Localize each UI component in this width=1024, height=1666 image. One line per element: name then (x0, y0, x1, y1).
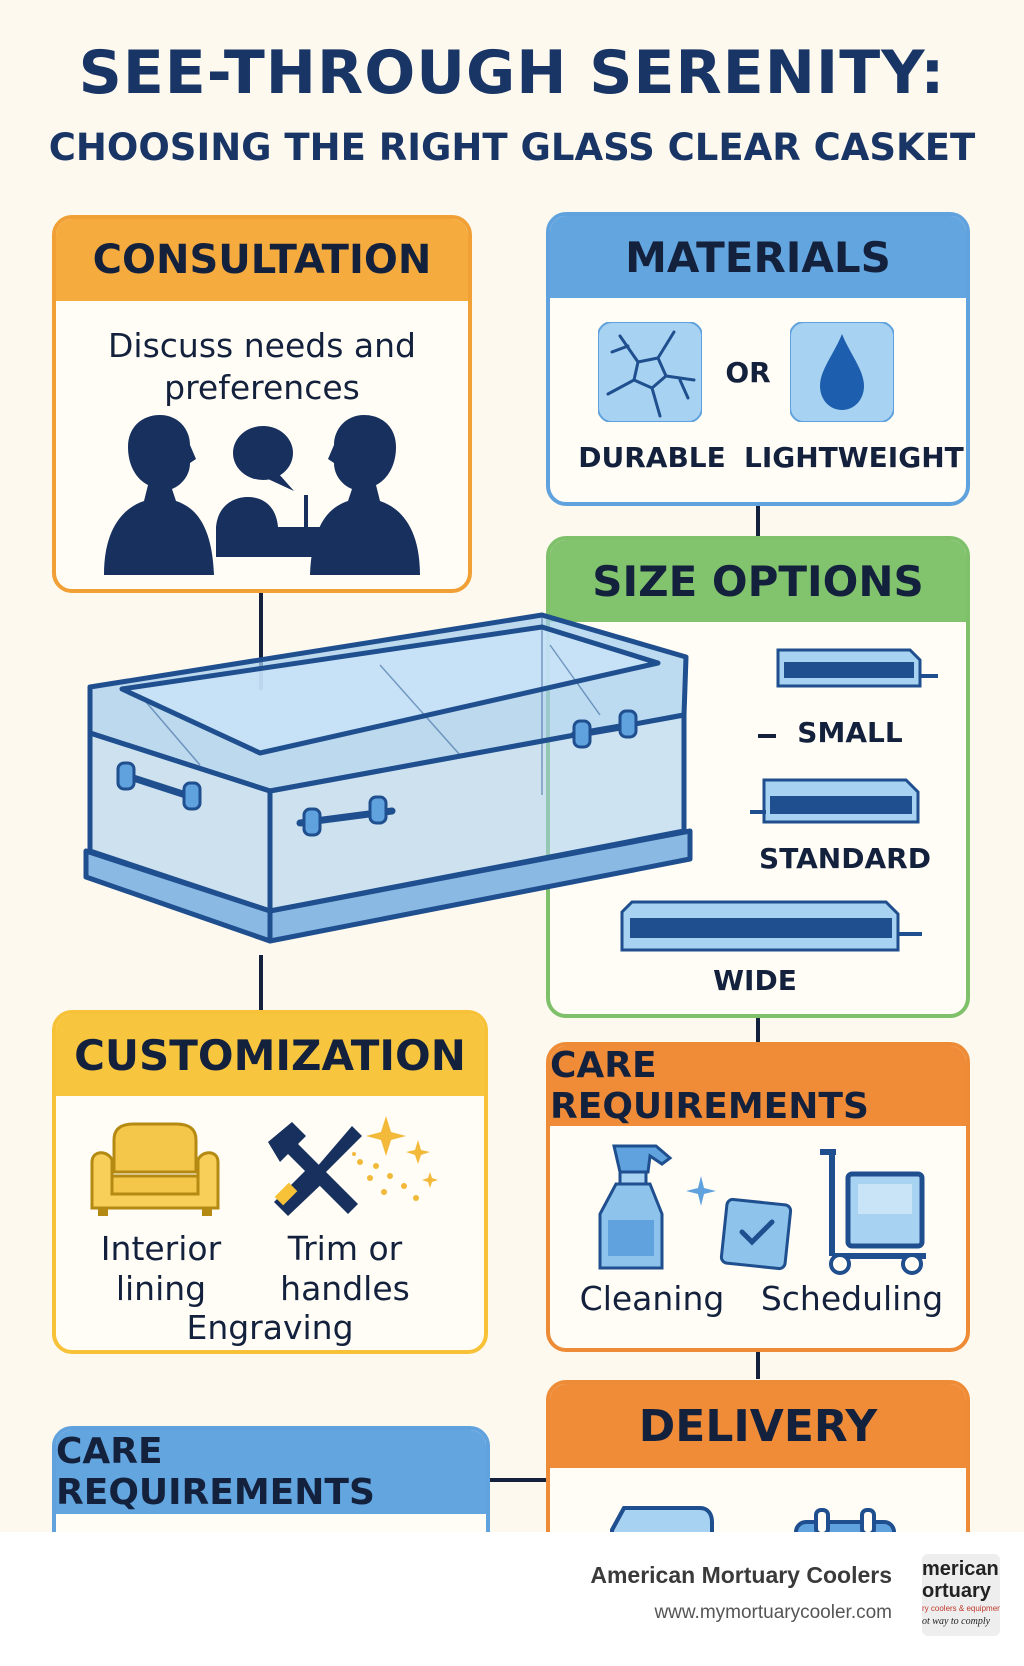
size-standard: STANDARD (759, 842, 931, 875)
connector-horizontal (490, 1478, 550, 1482)
wide-casket-icon (620, 900, 922, 952)
connector-materials (756, 503, 760, 539)
connector-size (756, 1015, 760, 1045)
cracked-glass-icon (598, 322, 702, 422)
customization-header: CUSTOMIZATION (56, 1014, 484, 1096)
footer: American Mortuary Coolers www.mymortuary… (0, 1532, 1024, 1666)
armchair-icon (90, 1122, 220, 1216)
page-subtitle: CHOOSING THE RIGHT GLASS CLEAR CASKET (48, 126, 976, 169)
footer-logo: merican ortuary ry coolers & equipment o… (922, 1554, 1000, 1636)
care-requirements-card: CARE REQUIREMENTS Cleaning Scheduling (546, 1042, 970, 1352)
sparkle-icon (686, 1176, 716, 1206)
size-options-header: SIZE OPTIONS (550, 540, 966, 622)
delivery-header: DELIVERY (550, 1384, 966, 1468)
standard-casket-icon (750, 778, 920, 824)
footer-url: www.mymortuarycooler.com (654, 1602, 892, 1623)
materials-or: OR (725, 356, 771, 389)
cart-icon (820, 1149, 926, 1275)
logo-line3: ry coolers & equipment (922, 1604, 1000, 1613)
size-wide: WIDE (713, 964, 797, 997)
water-drop-icon (790, 322, 894, 422)
care-item1: Cleaning (579, 1279, 725, 1318)
logo-line1: merican (922, 1558, 999, 1580)
care-item2: Scheduling (760, 1279, 944, 1318)
customization-item2-line1: Trim or (287, 1229, 403, 1268)
sparkles-icon (352, 1116, 438, 1201)
small-casket-icon (776, 648, 938, 688)
consultation-header: CONSULTATION (56, 219, 468, 301)
materials-header: MATERIALS (550, 216, 966, 298)
customization-item1-line1: Interior (100, 1229, 222, 1268)
consultation-text-line1: Discuss needs and (108, 326, 416, 365)
tools-icon (268, 1122, 362, 1216)
connector-customization (259, 955, 263, 1013)
materials-card: MATERIALS OR DURABLE LIGHTWEIGHT (546, 212, 970, 506)
page-title: SEE-THROUGH SERENITY: (78, 38, 946, 108)
checklist-icon (719, 1197, 793, 1271)
materials-option2: LIGHTWEIGHT (744, 441, 964, 474)
size-options-card: SIZE OPTIONS SMALL STANDARD WIDE (546, 536, 970, 1018)
consultation-text-line2: preferences (164, 368, 360, 407)
materials-option1: DURABLE (578, 441, 726, 474)
consultation-card: CONSULTATION Discuss needs and preferenc… (52, 215, 472, 593)
customization-item1-line2: lining (115, 1269, 207, 1308)
size-small: SMALL (797, 716, 903, 749)
connector-consultation (259, 590, 263, 690)
logo-line4: ot way to comply (922, 1616, 991, 1627)
care-requirements-left-header: CARE REQUIREMENTS (56, 1430, 486, 1514)
customization-item2-line2: handles (280, 1269, 410, 1308)
people-talking-icon (104, 415, 420, 575)
connector-care (756, 1349, 760, 1379)
customization-item3: Engraving (186, 1308, 354, 1347)
customization-card: CUSTOMIZATION Interior lining Trim or ha… (52, 1010, 488, 1354)
spray-bottle-icon (598, 1144, 673, 1270)
small-dash (758, 734, 776, 738)
care-requirements-header: CARE REQUIREMENTS (550, 1046, 966, 1127)
glass-casket-illustration (83, 612, 693, 944)
logo-line2: ortuary (922, 1580, 991, 1602)
footer-company: American Mortuary Coolers (590, 1562, 892, 1588)
